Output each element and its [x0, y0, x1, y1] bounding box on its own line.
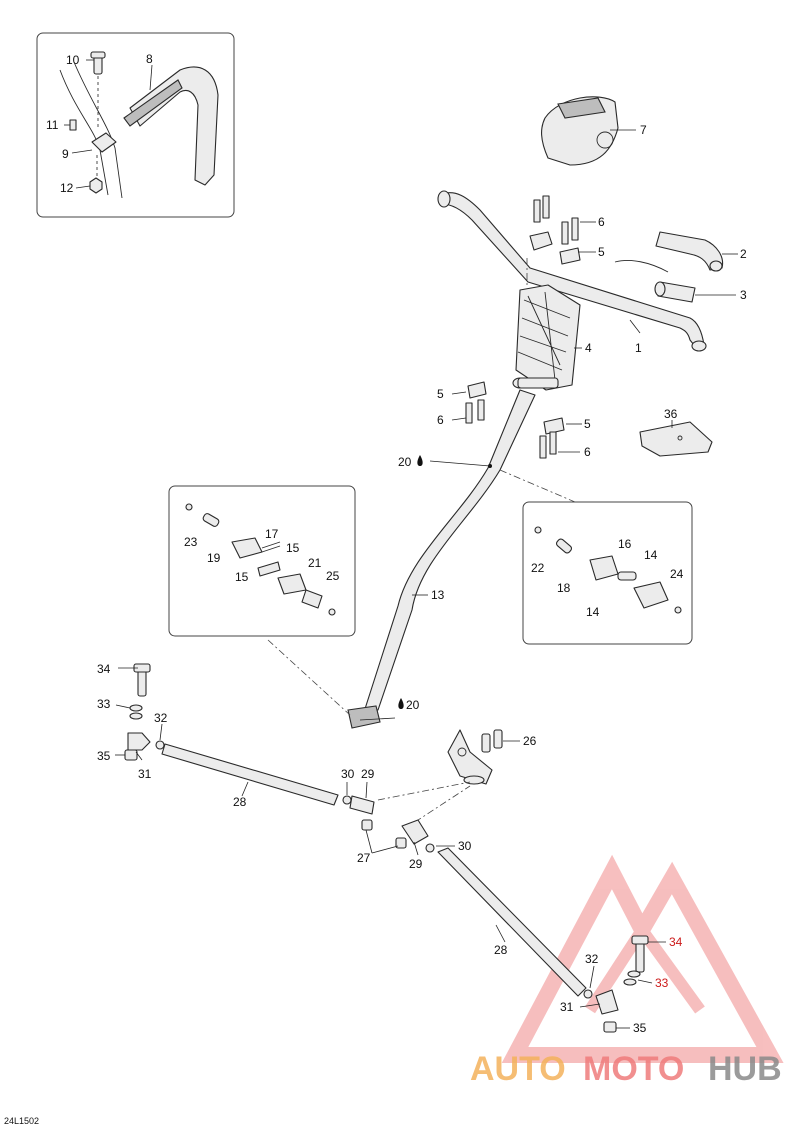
callout-2: 2 — [740, 247, 747, 261]
callout-5b: 5 — [437, 387, 444, 401]
watermark-auto: AUTO — [470, 1050, 566, 1088]
lower-tie-rod — [437, 847, 649, 1033]
callout-3: 3 — [740, 288, 747, 302]
callout-20a: 20 — [398, 455, 412, 469]
callout-25: 25 — [326, 569, 340, 583]
callout-10: 10 — [66, 53, 80, 67]
callout-24: 24 — [670, 567, 684, 581]
callout-20b: 20 — [406, 698, 420, 712]
handlebar-cover-assembly — [59, 51, 219, 199]
callout-35b: 35 — [633, 1021, 647, 1035]
callout-22: 22 — [531, 561, 545, 575]
callout-30b: 30 — [458, 839, 472, 853]
callout-17: 17 — [265, 527, 279, 541]
pitman-link — [395, 819, 435, 853]
callout-14b: 14 — [586, 605, 600, 619]
callout-27: 27 — [357, 851, 371, 865]
riser-block — [515, 284, 581, 391]
callout-19: 19 — [207, 551, 221, 565]
watermark-moto: MOTO — [583, 1050, 684, 1088]
callout-32a: 32 — [154, 711, 168, 725]
callout-4: 4 — [585, 341, 592, 355]
callout-21: 21 — [308, 556, 322, 570]
callout-7: 7 — [640, 123, 647, 137]
callout-29a: 29 — [361, 767, 375, 781]
callout-28a: 28 — [233, 795, 247, 809]
callout-33b: 33 — [655, 976, 669, 990]
callout-6c: 6 — [584, 445, 591, 459]
watermark-text: AUTO MOTO HUB — [470, 1050, 782, 1088]
watermark-hub: HUB — [708, 1050, 782, 1088]
throttle-cable — [614, 260, 669, 273]
left-grip — [655, 231, 724, 272]
callout-5c: 5 — [584, 417, 591, 431]
callout-13: 13 — [431, 588, 445, 602]
mid-clamps-bolts — [465, 381, 565, 459]
callout-18: 18 — [557, 581, 571, 595]
callout-32b: 32 — [585, 952, 599, 966]
callout-1: 1 — [635, 341, 642, 355]
callout-11: 11 — [46, 118, 59, 132]
callout-16: 16 — [618, 537, 632, 551]
plate — [639, 421, 713, 457]
callout-14a: 14 — [644, 548, 658, 562]
watermark-logo — [501, 854, 784, 1063]
callout-8: 8 — [146, 52, 153, 66]
callout-31a: 31 — [138, 767, 152, 781]
pitman-bracket — [447, 729, 503, 785]
lower-bushing-assembly — [185, 503, 336, 616]
upper-bushing-assembly — [534, 526, 682, 614]
callout-33a: 33 — [97, 697, 111, 711]
callout-35a: 35 — [97, 749, 111, 763]
callout-31b: 31 — [560, 1000, 574, 1014]
inset-lower-bushings — [168, 485, 356, 637]
callout-15b: 15 — [235, 570, 249, 584]
callout-34a: 34 — [97, 662, 111, 676]
right-grip — [654, 281, 696, 303]
steering-column — [347, 377, 559, 729]
callout-6a: 6 — [598, 215, 605, 229]
callout-26: 26 — [523, 734, 537, 748]
callout-28b: 28 — [494, 943, 508, 957]
handlebar-pad — [541, 96, 619, 166]
callout-9: 9 — [62, 147, 69, 161]
upper-tie-rod — [124, 663, 375, 831]
callout-29b: 29 — [409, 857, 423, 871]
callout-12: 12 — [60, 181, 74, 195]
upper-clamps-bolts — [529, 195, 581, 265]
callout-6b: 6 — [437, 413, 444, 427]
drawing-code: 24L1502 — [4, 1116, 39, 1126]
callout-5a: 5 — [598, 245, 605, 259]
callout-36: 36 — [664, 407, 678, 421]
callout-23: 23 — [184, 535, 198, 549]
handlebar — [437, 190, 707, 352]
callout-30a: 30 — [341, 767, 355, 781]
callout-15a: 15 — [286, 541, 300, 555]
callout-34b: 34 — [669, 935, 683, 949]
